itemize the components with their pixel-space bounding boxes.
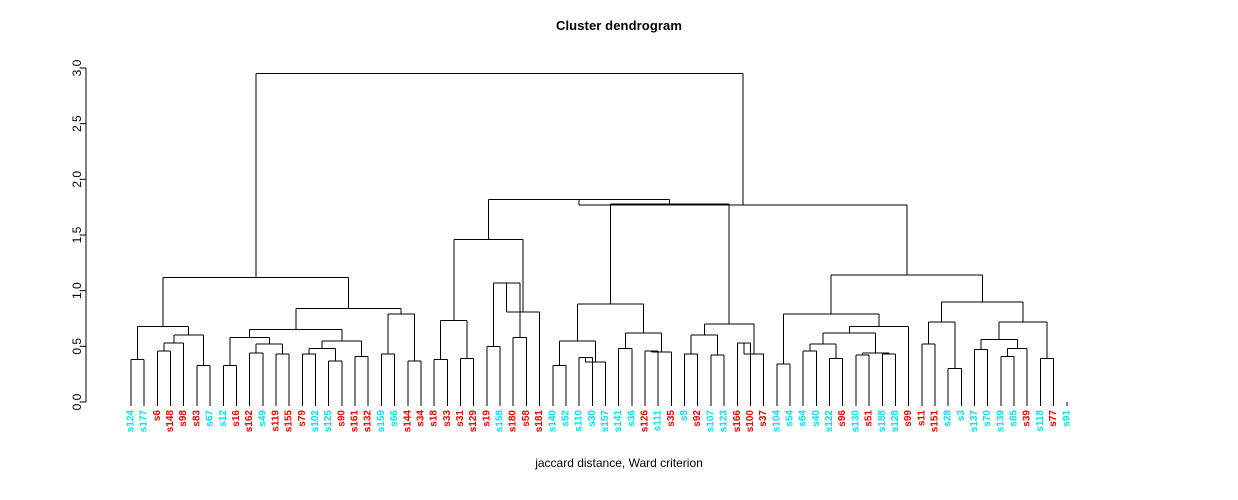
leaf-label[interactable]: s35 [666,410,677,427]
y-axis-tick-label: 2.5 [70,115,84,132]
leaf-label[interactable]: s188 [877,410,888,433]
y-axis-tick-label: 1.5 [70,226,84,243]
leaf-label[interactable]: s132 [363,410,374,433]
leaf-label[interactable]: s28 [943,410,954,427]
leaf-label[interactable]: s161 [350,410,361,433]
leaf-label[interactable]: s125 [323,410,334,433]
leaf-label[interactable]: s12 [218,410,229,427]
leaf-label[interactable]: s100 [745,410,756,433]
leaf-label[interactable]: s85 [1009,410,1020,427]
page-title: Cluster dendrogram [555,18,683,33]
leaf-label[interactable]: s129 [468,410,479,433]
leaf-label[interactable]: s16 [231,410,242,427]
leaf-label[interactable]: s70 [982,410,993,427]
y-axis-tick-label: 2.0 [70,171,84,188]
leaf-label[interactable]: s54 [785,410,796,427]
leaf-label[interactable]: s52 [560,410,571,427]
dendrogram-links [130,73,1055,402]
leaf-label[interactable]: s36 [626,410,637,427]
leaf-label[interactable]: s30 [587,410,598,427]
leaf-label[interactable]: s67 [205,410,216,427]
leaf-label[interactable]: s34 [415,410,426,427]
leaf-label[interactable]: s148 [165,410,176,433]
leaf-label[interactable]: s90 [336,410,347,427]
leaf-label[interactable]: s123 [719,410,730,433]
leaf-label[interactable]: s158 [495,410,506,433]
leaf-label[interactable]: s157 [600,410,611,433]
y-axis-tick-label: 0.0 [70,393,84,410]
leaf-label[interactable]: s49 [257,410,268,427]
leaf-label[interactable]: s144 [402,410,413,433]
leaf-label[interactable]: s11 [916,410,927,427]
leaf-label[interactable]: s119 [270,410,281,432]
leaf-label[interactable]: s79 [297,410,308,427]
leaf-label[interactable]: s104 [771,410,782,433]
leaf-label[interactable]: s58 [521,410,532,427]
leaf-label[interactable]: s64 [798,410,809,427]
leaf-label[interactable]: s137 [969,410,980,433]
leaf-label[interactable]: s155 [284,410,295,433]
leaf-label[interactable]: s19 [481,410,492,427]
leaf-label[interactable]: s141 [613,410,624,433]
leaf-label[interactable]: s122 [824,410,835,433]
leaf-label[interactable]: s162 [244,410,255,433]
leaf-label[interactable]: s118 [1035,410,1046,432]
leaf-label[interactable]: s107 [705,410,716,433]
leaf-label[interactable]: s6 [152,410,163,422]
y-axis-tick-label: 1.0 [70,282,84,299]
leaf-label[interactable]: s39 [1022,410,1033,427]
leaf-label[interactable]: s18 [429,410,440,427]
leaf-label[interactable]: s3 [956,410,967,422]
leaf-label[interactable]: s126 [640,410,651,433]
leaf-label[interactable]: s98 [178,410,189,427]
leaf-label[interactable]: s40 [811,410,822,427]
leaf-label[interactable]: s77 [1048,410,1059,427]
leaf-label[interactable]: s111 [653,410,664,432]
leaf-label[interactable]: s83 [191,410,202,427]
leaf-label[interactable]: s140 [547,410,558,433]
leaf-label[interactable]: s102 [310,410,321,433]
leaf-label[interactable]: s37 [758,410,769,427]
y-axis-tick-label: 3.0 [70,59,84,76]
leaf-label[interactable]: s99 [903,410,914,427]
leaf-label[interactable]: s130 [850,410,861,433]
leaf-label[interactable]: s33 [442,410,453,427]
y-axis: 0.0 0.5 1.0 1.5 2.0 2.5 3.0 [70,59,87,410]
leaf-label[interactable]: s51 [864,410,875,427]
leaf-label[interactable]: s139 [995,410,1006,433]
leaf-label[interactable]: s31 [455,410,466,427]
leaf-label[interactable]: s66 [389,410,400,427]
leaf-label[interactable]: s177 [139,410,150,433]
leaf-label[interactable]: s92 [692,410,703,427]
leaf-label[interactable]: s166 [732,410,743,433]
y-axis-tick-label: 0.5 [70,338,84,355]
leaf-label[interactable]: s128 [890,410,901,433]
leaf-label[interactable]: s180 [508,410,519,433]
leaf-label[interactable]: s110 [574,410,585,432]
leaf-label[interactable]: s96 [837,410,848,427]
leaf-label[interactable]: s91 [1061,410,1072,427]
leaf-label[interactable]: s9 [679,410,690,422]
x-axis-label: jaccard distance, Ward criterion [535,456,703,470]
leaf-label[interactable]: s124 [126,410,137,433]
leaf-label[interactable]: s151 [929,410,940,433]
leaf-label[interactable]: s181 [534,410,545,433]
leaf-label[interactable]: s159 [376,410,387,433]
